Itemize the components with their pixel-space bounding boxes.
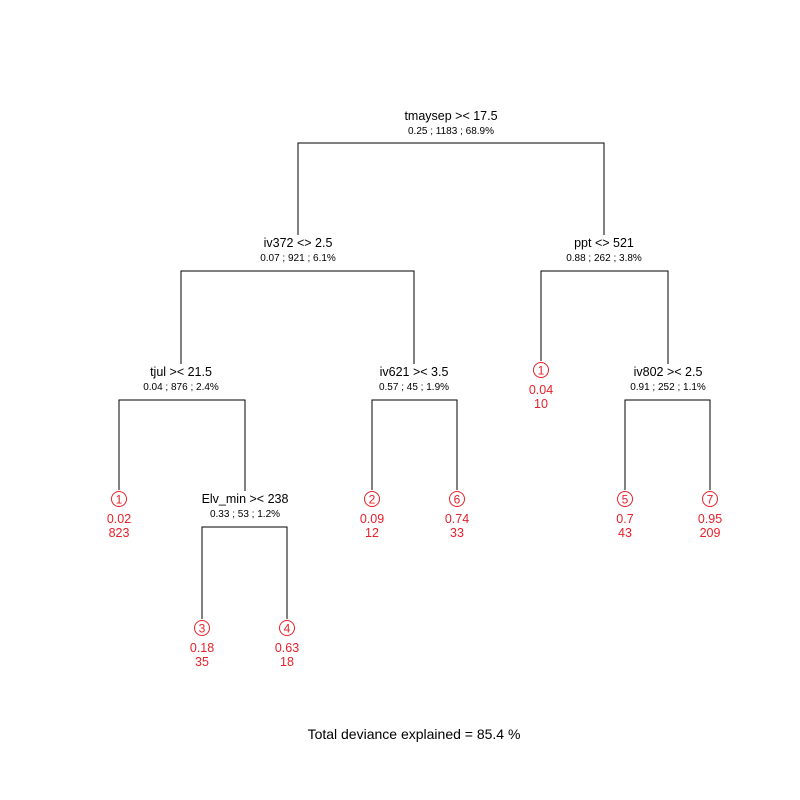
leaf-label: 6 (454, 493, 461, 507)
branch-n_elv (201, 526, 288, 619)
leaf-count: 209 (700, 526, 721, 540)
split-rule: iv372 <> 2.5 (264, 236, 333, 250)
leaf-circle (194, 620, 210, 636)
leaf-count: 43 (618, 526, 632, 540)
leaf-circle (364, 491, 380, 507)
leaf-count: 10 (534, 397, 548, 411)
leaf-label: 5 (622, 493, 629, 507)
leaf-count: 33 (450, 526, 464, 540)
branch-n_ppt (540, 270, 669, 364)
split-node-root: tmaysep >< 17.5 0.25 ; 1183 ; 68.9% (404, 109, 497, 137)
leaf-circle (702, 491, 718, 507)
leaf-label: 4 (284, 622, 291, 636)
branch-root (297, 142, 605, 235)
split-node-n_iv372: iv372 <> 2.5 0.07 ; 921 ; 6.1% (260, 236, 336, 264)
split-stats: 0.04 ; 876 ; 2.4% (143, 382, 219, 393)
leaf-label: 1 (116, 493, 123, 507)
split-rule: ppt <> 521 (574, 236, 634, 250)
leaf-nodes: 10.041010.0282320.091260.743350.74370.95… (107, 362, 722, 669)
tree-edges (118, 142, 711, 619)
split-rule: tjul >< 21.5 (150, 365, 212, 379)
leaf-circle (111, 491, 127, 507)
leaf-circle (449, 491, 465, 507)
leaf-label: 2 (369, 493, 376, 507)
leaf-value: 0.7 (616, 512, 633, 526)
split-rule: iv621 >< 3.5 (380, 365, 449, 379)
leaf-count: 12 (365, 526, 379, 540)
leaf-circle (617, 491, 633, 507)
leaf-count: 18 (280, 655, 294, 669)
branch-n_tjul (118, 399, 246, 491)
leaf-label: 1 (538, 364, 545, 378)
leaf-circle (279, 620, 295, 636)
split-stats: 0.91 ; 252 ; 1.1% (630, 382, 706, 393)
branch-n_iv802 (624, 399, 711, 490)
split-stats: 0.07 ; 921 ; 6.1% (260, 253, 336, 264)
split-rule: Elv_min >< 238 (202, 492, 289, 506)
split-node-n_ppt: ppt <> 521 0.88 ; 262 ; 3.8% (566, 236, 642, 264)
leaf-value: 0.02 (107, 512, 131, 526)
split-node-n_elv: Elv_min >< 238 0.33 ; 53 ; 1.2% (202, 492, 289, 520)
branch-n_iv621 (371, 399, 458, 490)
leaf-value: 0.09 (360, 512, 384, 526)
leaf-value: 0.63 (275, 641, 299, 655)
split-nodes: tmaysep >< 17.5 0.25 ; 1183 ; 68.9% iv372 … (143, 109, 706, 520)
leaf-label: 7 (707, 493, 714, 507)
split-stats: 0.25 ; 1183 ; 68.9% (408, 126, 494, 137)
split-stats: 0.33 ; 53 ; 1.2% (210, 509, 280, 520)
total-deviance-label: Total deviance explained = 85.4 % (308, 726, 521, 742)
split-rule: iv802 >< 2.5 (634, 365, 703, 379)
branch-n_iv372 (180, 270, 415, 364)
leaf-value: 0.18 (190, 641, 214, 655)
leaf-value: 0.74 (445, 512, 469, 526)
split-node-n_iv802: iv802 >< 2.5 0.91 ; 252 ; 1.1% (630, 365, 706, 393)
split-stats: 0.88 ; 262 ; 3.8% (566, 253, 642, 264)
leaf-node-leaf_e: 5 0.743 (616, 491, 634, 540)
split-rule: tmaysep >< 17.5 (404, 109, 497, 123)
leaf-value: 0.04 (529, 383, 553, 397)
split-node-n_iv621: iv621 >< 3.5 0.57 ; 45 ; 1.9% (379, 365, 449, 393)
leaf-label: 3 (199, 622, 206, 636)
leaf-count: 823 (109, 526, 130, 540)
split-node-n_tjul: tjul >< 21.5 0.04 ; 876 ; 2.4% (143, 365, 219, 393)
leaf-circle (533, 362, 549, 378)
split-stats: 0.57 ; 45 ; 1.9% (379, 382, 449, 393)
leaf-count: 35 (195, 655, 209, 669)
leaf-value: 0.95 (698, 512, 722, 526)
